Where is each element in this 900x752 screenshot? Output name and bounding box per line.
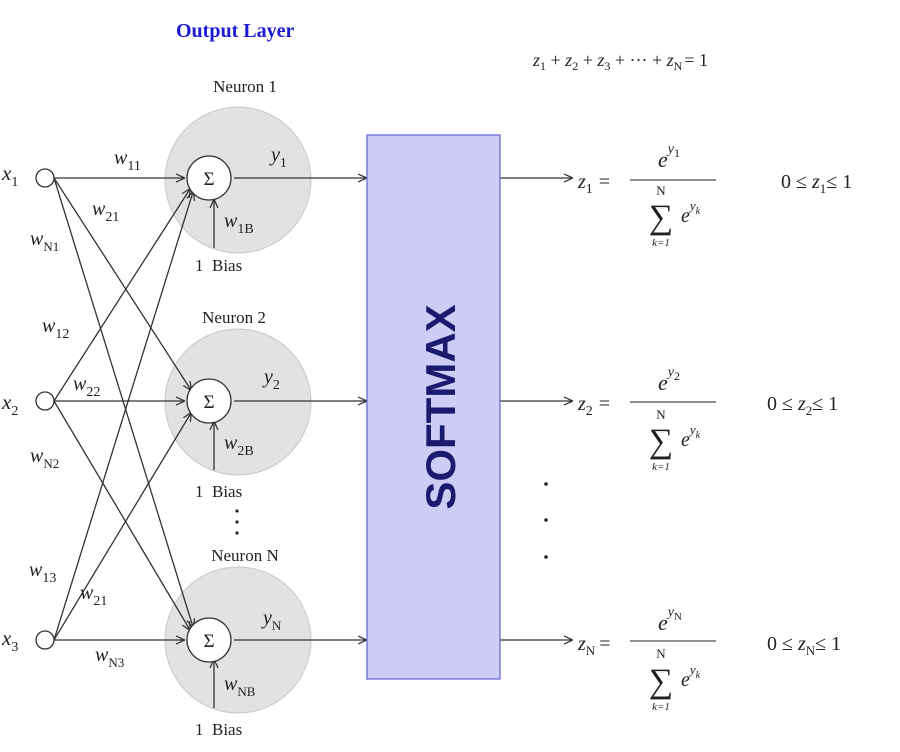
svg-text:eyN: eyN <box>658 605 682 635</box>
svg-text:zN=: zN= <box>577 633 610 658</box>
weight-w22: w22 <box>73 373 100 400</box>
svg-text:eyk: eyk <box>681 662 701 691</box>
wnb-label: wNB <box>224 673 256 699</box>
sum-node-n <box>186 617 232 663</box>
svg-text:N: N <box>656 646 666 661</box>
output-layer-title: Output Layer <box>176 20 294 42</box>
svg-text:N: N <box>656 183 666 198</box>
output-formula-1: z1= ey1 N ∑ k=1 eyk 0 ≤ z1≤ 1 <box>577 142 852 249</box>
softmax-output-lines <box>500 178 572 640</box>
bias-label-n: 1 Bias <box>195 720 242 739</box>
weight-labels: w11 w21 wN1 w12 w22 wN2 w13 w21 wN3 <box>29 147 141 670</box>
weight-w21-b: w21 <box>80 582 107 609</box>
edge-x2-n1 <box>53 189 190 402</box>
weight-w21-a: w21 <box>92 198 119 225</box>
w1b-label: w1B <box>224 210 254 237</box>
bias-label-1: 1 Bias <box>195 256 242 275</box>
edge-x2-nn <box>53 400 190 630</box>
bias-weights: w1B w2B wNB <box>224 210 256 699</box>
input-node-x3 <box>35 630 55 650</box>
sum-nodes: Σ Σ Σ <box>186 155 232 663</box>
svg-text:∑: ∑ <box>649 663 673 700</box>
svg-text:0 ≤ zN≤ 1: 0 ≤ zN≤ 1 <box>767 633 841 658</box>
svg-text:∑: ∑ <box>649 199 673 236</box>
sum-node-1 <box>186 155 232 201</box>
neuron-2-label: Neuron 2 <box>202 308 266 327</box>
edge-x3-n1 <box>53 192 193 641</box>
svg-text:ey1: ey1 <box>658 142 680 172</box>
y2-label: y2 <box>262 366 280 393</box>
weight-wn2: wN2 <box>30 445 59 471</box>
yn-label: yN <box>261 607 282 633</box>
output-formula-2: z2= ey2 N ∑ k=1 eyk 0 ≤ z2≤ 1 <box>577 365 838 473</box>
edge-x1-nn <box>53 177 193 627</box>
svg-text:k=1: k=1 <box>652 701 670 713</box>
weight-w13: w13 <box>29 559 56 586</box>
sigma-2: Σ <box>203 392 214 413</box>
sum-node-2 <box>186 378 232 424</box>
neuron-ellipsis <box>235 509 239 535</box>
neuron-n-label: Neuron N <box>211 546 279 565</box>
input-connections <box>53 177 193 641</box>
neuron-1-body <box>164 106 312 254</box>
svg-text:0 ≤ z1≤ 1: 0 ≤ z1≤ 1 <box>781 171 852 196</box>
weight-wn1: wN1 <box>30 228 59 254</box>
neuron-2-body <box>164 328 312 476</box>
svg-text:0 ≤ z2≤ 1: 0 ≤ z2≤ 1 <box>767 393 838 418</box>
input-node-x1 <box>35 168 55 188</box>
input-label-x3: x3 <box>1 626 18 655</box>
svg-text:eyk: eyk <box>681 422 701 451</box>
neuron-output-lines <box>234 178 366 640</box>
weight-w11: w11 <box>114 147 141 174</box>
w2b-label: w2B <box>224 432 254 459</box>
svg-text:N: N <box>656 407 666 422</box>
input-label-x2: x2 <box>1 390 18 419</box>
svg-text:k=1: k=1 <box>652 237 670 249</box>
svg-text:z2=: z2= <box>577 393 610 419</box>
weight-wn3: wN3 <box>95 644 124 670</box>
input-node-x2 <box>35 391 55 411</box>
svg-text:z1=: z1= <box>577 171 610 197</box>
input-label-x1: x1 <box>1 161 18 190</box>
output-ellipsis <box>544 482 548 559</box>
bias-labels: 1 Bias 1 Bias 1 Bias <box>195 256 242 739</box>
edge-x3-n2 <box>53 413 191 641</box>
edge-x1-n2 <box>53 177 191 390</box>
neuron-1-label: Neuron 1 <box>213 77 277 96</box>
neuron-outputs: y1 y2 yN <box>261 144 287 633</box>
svg-text:eyk: eyk <box>681 198 701 227</box>
bias-label-2: 1 Bias <box>195 482 242 501</box>
svg-text:∑: ∑ <box>649 423 673 460</box>
sigma-n: Σ <box>203 631 214 652</box>
weight-w12: w12 <box>42 315 69 342</box>
svg-text:ey2: ey2 <box>658 365 680 395</box>
output-formula-n: zN= eyN N ∑ k=1 eyk 0 ≤ zN≤ 1 <box>577 605 841 713</box>
sigma-1: Σ <box>203 169 214 190</box>
y1-label: y1 <box>269 144 287 171</box>
svg-text:k=1: k=1 <box>652 461 670 473</box>
softmax-box <box>366 134 501 680</box>
softmax-label: SOFTMAX <box>417 304 464 509</box>
sum-equation: z1 + z2 + z3 + ··· + zN= 1 <box>532 50 708 73</box>
